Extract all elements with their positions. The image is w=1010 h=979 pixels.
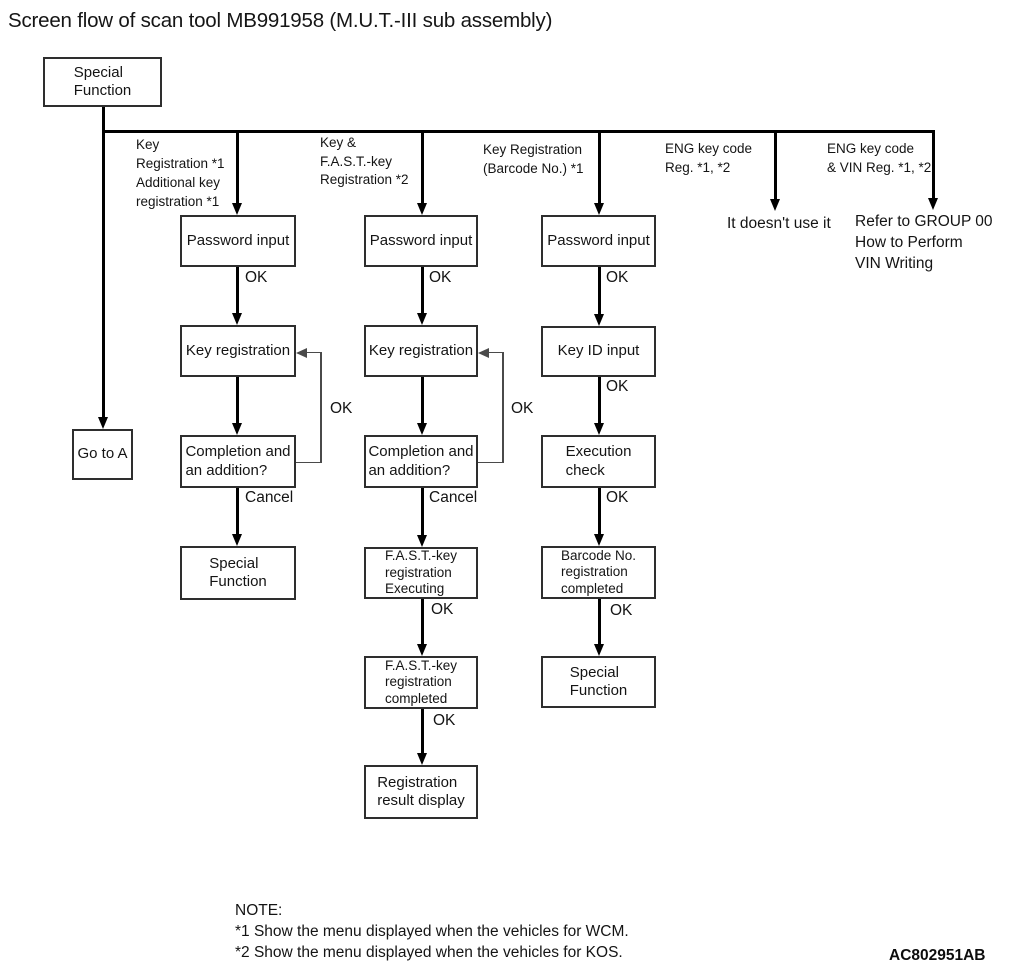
col1-connector-line [235, 377, 239, 425]
arrow-down-icon [97, 417, 108, 429]
arrow-down-icon [231, 203, 242, 215]
col2-ok3-label: OK [433, 712, 456, 729]
arrow-left-icon [478, 347, 489, 358]
branch4-drop-line [773, 132, 777, 199]
branch-label-key-registration-barcode: Key Registration (Barcode No.) *1 [483, 142, 584, 176]
col3-connector-line [597, 599, 601, 646]
arrow-down-icon [769, 199, 780, 211]
arrow-down-icon [593, 644, 604, 656]
col2-loop-line [502, 351, 504, 464]
col2-fast-key-completed-box: F.A.S.T.-key registration completed [364, 656, 478, 709]
col2-password-input-box: Password input [364, 215, 478, 267]
col2-loop-line [488, 351, 504, 354]
branch-label-additional-key-registration: Additional key registration *1 [136, 175, 221, 209]
col3-ok4-label: OK [610, 602, 633, 619]
col3-key-id-input-box: Key ID input [541, 326, 656, 377]
col3-special-function-box: Special Function [541, 656, 656, 708]
col2-connector-line [420, 709, 424, 755]
branch4-terminal-text: It doesn't use it [727, 215, 831, 232]
arrow-down-icon [231, 423, 242, 435]
note-item-1: *1 Show the menu displayed when the vehi… [235, 923, 629, 940]
arrow-down-icon [927, 198, 938, 210]
col2-connector-line [420, 377, 424, 425]
note-item-2: *2 Show the menu displayed when the vehi… [235, 944, 623, 961]
col1-loop-line [306, 351, 322, 354]
col3-connector-line [597, 267, 601, 316]
col1-cancel-label: Cancel [245, 489, 294, 506]
col1-loop-line [320, 351, 322, 464]
special-function-start-box: Special Function [43, 57, 162, 107]
branch2-drop-line [420, 132, 424, 205]
col1-special-function-box: Special Function [180, 546, 296, 600]
arrow-down-icon [231, 534, 242, 546]
col3-password-input-box: Password input [541, 215, 656, 267]
col2-loop-ok-label: OK [511, 400, 534, 417]
col2-completion-box: Completion and an addition? [364, 435, 478, 488]
col3-ok3-label: OK [606, 489, 629, 506]
col2-loop-line [478, 461, 504, 464]
col2-ok2-label: OK [431, 601, 454, 618]
arrow-down-icon [416, 423, 427, 435]
col2-fast-key-executing-box: F.A.S.T.-key registration Executing [364, 547, 478, 599]
col3-connector-line [597, 377, 601, 425]
branch5-terminal-text: Refer to GROUP 00 How to Perform VIN Wri… [855, 213, 993, 272]
branch-label-key-fast-registration: Key & F.A.S.T.-key Registration *2 [320, 135, 409, 187]
col1-key-registration-box: Key registration [180, 325, 296, 377]
arrow-down-icon [593, 423, 604, 435]
col2-key-registration-box: Key registration [364, 325, 478, 377]
col2-cancel-label: Cancel [429, 489, 478, 506]
col1-loop-ok-label: OK [330, 400, 353, 417]
arrow-down-icon [416, 753, 427, 765]
col2-registration-result-box: Registration result display [364, 765, 478, 819]
trunk-line [101, 107, 105, 418]
arrow-down-icon [416, 203, 427, 215]
branch-label-eng-key-code-vin-reg: ENG key code & VIN Reg. *1, *2 [827, 141, 932, 175]
col2-connector-line [420, 267, 424, 315]
figure-code: AC802951AB [889, 947, 986, 964]
note-heading: NOTE: [235, 902, 283, 919]
arrow-down-icon [593, 534, 604, 546]
col3-ok-label: OK [606, 269, 629, 286]
col2-connector-line [420, 599, 424, 646]
col1-password-input-box: Password input [180, 215, 296, 267]
branch-rail-line [101, 130, 935, 133]
arrow-down-icon [593, 203, 604, 215]
col1-loop-line [296, 461, 322, 464]
col3-ok2-label: OK [606, 378, 629, 395]
branch3-drop-line [597, 132, 601, 205]
col3-execution-check-box: Execution check [541, 435, 656, 488]
col1-ok-label: OK [245, 269, 268, 286]
col2-connector-line [420, 488, 424, 537]
col2-ok-label: OK [429, 269, 452, 286]
page-title: Screen flow of scan tool MB991958 (M.U.T… [8, 9, 553, 32]
branch-label-eng-key-code-reg: ENG key code Reg. *1, *2 [665, 141, 753, 175]
branch5-drop-line [931, 132, 935, 198]
col3-barcode-completed-box: Barcode No. registration completed [541, 546, 656, 599]
branch-label-key-registration: Key Registration *1 [136, 137, 225, 171]
branch1-drop-line [235, 132, 239, 205]
col1-connector-line [235, 488, 239, 536]
arrow-down-icon [416, 535, 427, 547]
arrow-down-icon [593, 314, 604, 326]
arrow-down-icon [416, 313, 427, 325]
arrow-left-icon [296, 347, 307, 358]
col1-completion-box: Completion and an addition? [180, 435, 296, 488]
go-to-a-box: Go to A [72, 429, 133, 480]
col1-connector-line [235, 267, 239, 315]
arrow-down-icon [231, 313, 242, 325]
arrow-down-icon [416, 644, 427, 656]
col3-connector-line [597, 488, 601, 536]
